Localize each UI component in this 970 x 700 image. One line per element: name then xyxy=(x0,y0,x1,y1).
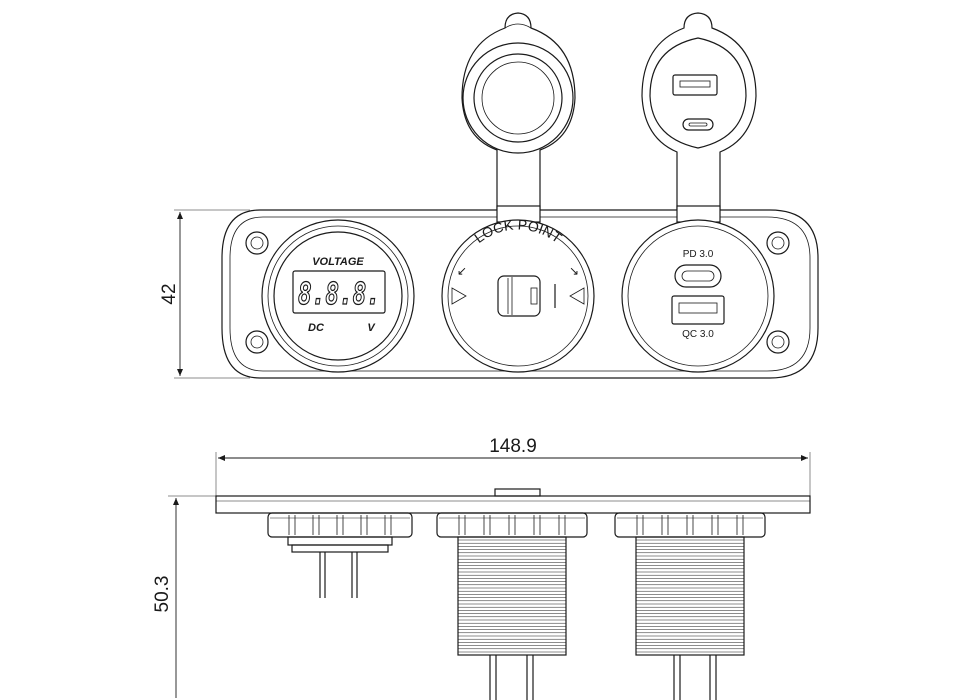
socket-slot-icon xyxy=(497,275,541,317)
dimension-height-side: 50.3 xyxy=(152,495,230,698)
voltmeter-display xyxy=(292,270,386,314)
screw-hole-bottom-right xyxy=(766,330,790,354)
dimension-width-label: 148.9 xyxy=(489,436,537,457)
dimension-width: 148.9 xyxy=(215,436,811,496)
panel-side xyxy=(215,488,811,514)
socket-cap xyxy=(461,12,576,220)
usb-side xyxy=(614,512,766,700)
socket-thread xyxy=(458,539,566,653)
usb-a-port-icon xyxy=(671,295,725,325)
qc-label: QC 3.0 xyxy=(682,329,714,340)
lock-arrow-right-icon: ↘ xyxy=(569,264,579,278)
top-view: VOLTAGE 8.8.8. DC V LOCK POINT ↙ ↘ xyxy=(159,12,819,379)
usb-c-plug-icon xyxy=(682,118,714,131)
voltmeter-unit-label: V xyxy=(367,322,376,334)
triangle-marker-left-icon xyxy=(451,287,467,305)
dimension-height-top-label: 42 xyxy=(159,283,180,304)
pd-label: PD 3.0 xyxy=(683,249,714,260)
dimension-height-side-label: 50.3 xyxy=(152,576,173,613)
socket-side xyxy=(436,512,588,700)
side-view: 148.9 xyxy=(152,436,811,700)
screw-hole-bottom-left xyxy=(245,330,269,354)
usb-charger: PD 3.0 QC 3.0 xyxy=(621,219,775,373)
lock-arrow-left-icon: ↙ xyxy=(457,264,467,278)
screw-hole-top-right xyxy=(766,231,790,255)
cigarette-socket: LOCK POINT ↙ ↘ xyxy=(441,216,595,373)
dimension-height-top: 42 xyxy=(159,209,250,379)
voltmeter-dc-label: DC xyxy=(308,322,325,334)
voltmeter-side xyxy=(267,512,413,598)
screw-hole-top-left xyxy=(245,231,269,255)
usb-c-port-icon xyxy=(674,264,722,288)
voltmeter-readout: 8.8.8. xyxy=(298,277,380,312)
voltmeter: VOLTAGE 8.8.8. DC V xyxy=(261,219,415,373)
voltmeter-title: VOLTAGE xyxy=(312,256,364,268)
triangle-marker-right-icon xyxy=(569,287,585,305)
usb-thread xyxy=(636,539,744,653)
usb-cap xyxy=(641,12,757,220)
usb-a-plug-icon xyxy=(672,74,718,96)
